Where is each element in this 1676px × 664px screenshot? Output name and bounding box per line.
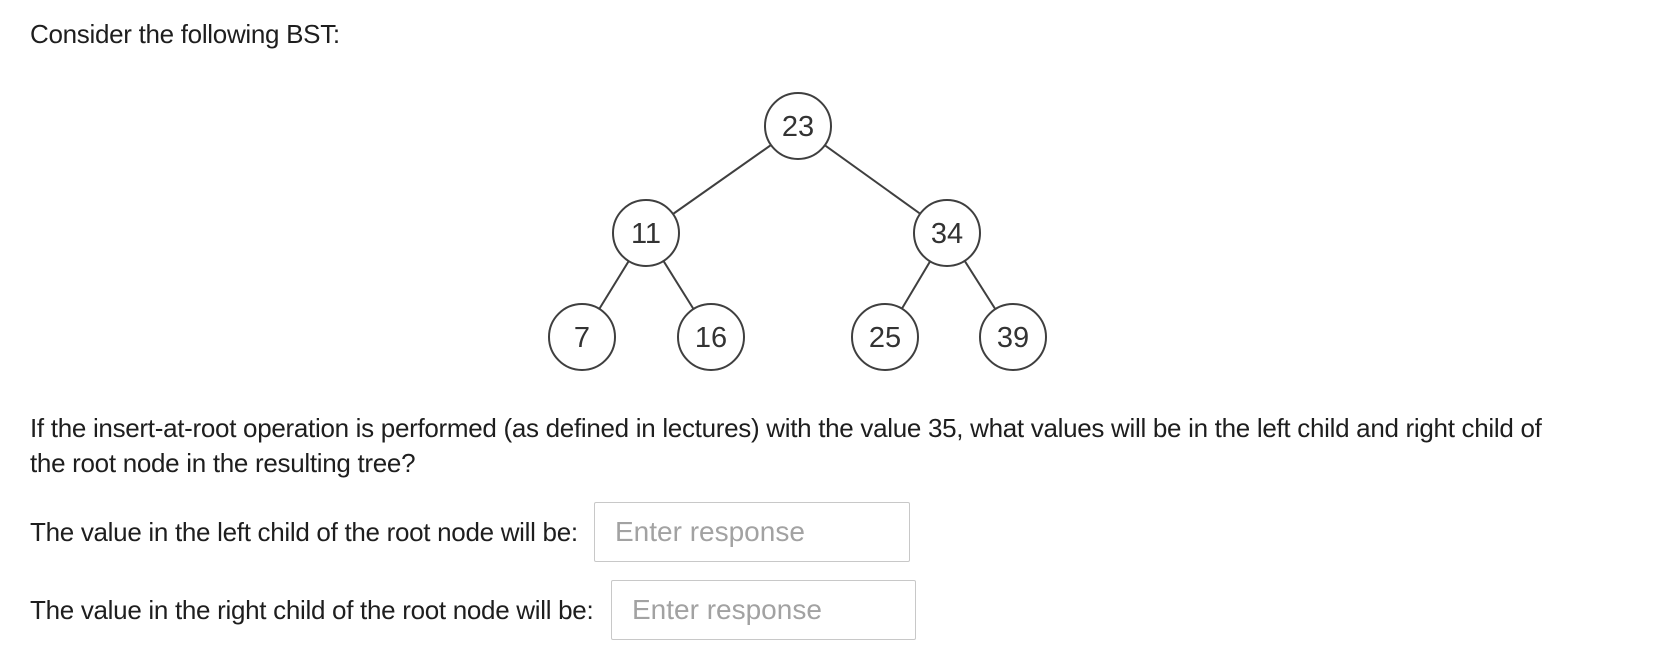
- left-child-response-label: The value in the left child of the root …: [30, 517, 578, 547]
- tree-node-circle-7: [548, 303, 616, 371]
- question-text-line-2: the root node in the resulting tree?: [30, 448, 416, 478]
- tree-node-7: 7: [548, 303, 616, 371]
- tree-node-11: 11: [612, 199, 680, 267]
- tree-node-circle-25: [851, 303, 919, 371]
- bst-diagram-svg: 23 11 34 7 16 25 39: [548, 92, 1047, 371]
- question-text: If the insert-at-root operation is perfo…: [30, 411, 1542, 481]
- tree-node-39: 39: [979, 303, 1047, 371]
- tree-node-circle-34: [913, 199, 981, 267]
- tree-node-circle-16: [677, 303, 745, 371]
- tree-node-value-7: 7: [574, 322, 590, 354]
- tree-node-23: 23: [764, 92, 832, 160]
- tree-node-circle-39: [979, 303, 1047, 371]
- tree-node-16: 16: [677, 303, 745, 371]
- tree-node-value-39: 39: [997, 322, 1029, 354]
- question-intro-text: Consider the following BST:: [30, 19, 340, 49]
- tree-node-value-11: 11: [631, 218, 661, 250]
- tree-node-34: 34: [913, 199, 981, 267]
- tree-node-value-23: 23: [782, 111, 814, 143]
- right-child-response-label: The value in the right child of the root…: [30, 595, 594, 625]
- right-child-response-row: The value in the right child of the root…: [0, 580, 1676, 640]
- left-child-response-input[interactable]: [594, 502, 910, 562]
- tree-node-value-16: 16: [695, 322, 727, 354]
- tree-node-value-34: 34: [931, 218, 963, 250]
- left-child-response-row: The value in the left child of the root …: [0, 502, 1676, 562]
- bst-diagram: 23 11 34 7 16 25 39: [520, 80, 1080, 380]
- tree-node-25: 25: [851, 303, 919, 371]
- question-text-line-1: If the insert-at-root operation is perfo…: [30, 413, 1542, 443]
- tree-node-circle-11: [612, 199, 680, 267]
- tree-node-circle-23: [764, 92, 832, 160]
- tree-node-value-25: 25: [869, 322, 901, 354]
- right-child-response-input[interactable]: [611, 580, 916, 640]
